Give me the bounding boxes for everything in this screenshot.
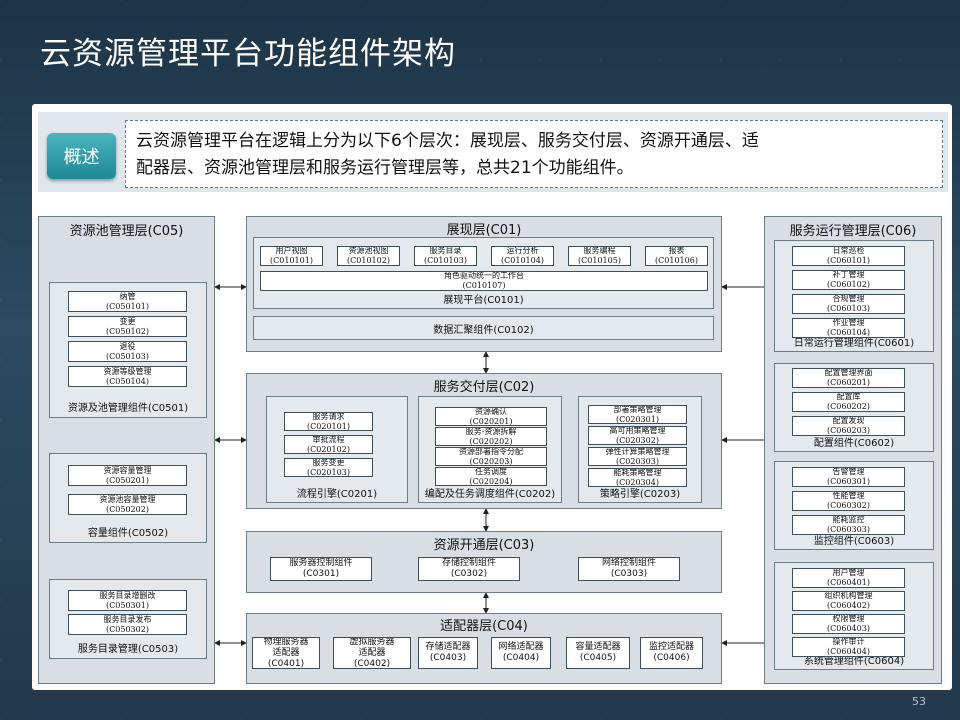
bar-c0102: 数据汇聚组件(C0102) [253,316,714,340]
item-c010103: 服务目录(C010103) [414,246,477,266]
item-c020303: 弹性计算策略管理(C020303) [588,447,687,466]
item-c010105: 服务编程(C010105) [568,246,631,266]
layer-c03-title: 资源开通层(C03) [433,538,535,553]
item-c0301: 服务器控制组件(C0301) [270,557,372,581]
item-c020301: 部署策略管理(C020301) [588,405,687,424]
item-c060103: 合规管理(C060103) [792,294,905,314]
item-c0302: 存储控制组件(C0302) [418,557,520,581]
layer-c05-title: 资源池管理层(C05) [69,224,184,239]
item-c0401: 物理服务器适配器(C0401) [252,637,320,669]
group-c0202-label: 编配及任务调度组件(C0202) [424,489,556,500]
item-c050103: 退役(C050103) [68,341,187,362]
item-c060401: 用户管理(C060401) [792,568,905,588]
item-c060303: 能耗监控(C060303) [792,515,905,535]
item-c020302: 高可用策略管理(C020302) [588,426,687,445]
item-c050301: 服务目录增删改(C050301) [68,590,187,611]
summary-line-1: 云资源管理平台在逻辑上分为以下6个层次：展现层、服务交付层、资源开通层、适 [136,131,759,151]
item-c020304: 能耗策略管理(C020304) [588,468,687,487]
item-c050302: 服务目录发布(C050302) [68,614,187,635]
item-c020203: 资源部署指令分配(C020203) [435,447,547,466]
item-c060402: 组织机构管理(C060402) [792,591,905,611]
item-c0404: 网络适配器(C0404) [491,637,551,669]
item-c0405: 容量适配器(C0405) [566,637,630,669]
group-c0201-label: 流程引擎(C0201) [296,489,378,500]
item-c050104: 资源等级管理(C050104) [68,366,187,387]
page-number: 53 [912,695,926,708]
item-c060202: 配置库(C060202) [792,392,905,412]
item-c0403: 存储适配器(C0403) [418,637,478,669]
item-c010106: 报表(C010106) [645,246,708,266]
page-title: 云资源管理平台功能组件架构 [40,36,456,72]
item-c060102: 补丁管理(C060102) [792,270,905,290]
item-c020204: 任务调度(C020204) [435,467,547,486]
summary-badge: 概述 [47,133,116,179]
item-c010101: 用户视图(C010101) [260,246,323,266]
layer-c06-title: 服务运行管理层(C06) [789,224,917,239]
item-c050102: 变更(C050102) [68,316,187,337]
item-c060301: 告警管理(C060301) [792,467,905,487]
layer-c02-title: 服务交付层(C02) [433,380,535,395]
group-c0503-label: 服务目录管理(C0503) [77,644,179,655]
item-c020101: 服务请求(C020101) [284,412,373,431]
item-c060201: 配置管理界面(C060201) [792,368,905,388]
group-c0602-label: 配置组件(C0602) [813,438,895,449]
group-c0501-label: 资源及池管理组件(C0501) [67,403,189,414]
item-c020202: 服务-资源拆解(C020202) [435,427,547,446]
item-c060203: 配置发现(C060203) [792,416,905,436]
item-c020103: 服务变更(C020103) [284,458,373,477]
group-c0604-label: 系统管理组件(C0604) [803,656,905,667]
group-c0502-label: 容量组件(C0502) [87,528,169,539]
item-c060104: 作业管理(C060104) [792,318,905,338]
summary-text-box: 云资源管理平台在逻辑上分为以下6个层次：展现层、服务交付层、资源开通层、适 配器… [125,120,943,188]
layer-c01-title: 展现层(C01) [446,223,522,238]
group-c0601-label: 日常运行管理组件(C0601) [793,338,915,349]
item-c060101: 日常巡检(C060101) [792,246,905,266]
item-c050101: 纳管(C050101) [68,291,187,312]
item-c050202: 资源池容量管理(C050202) [68,494,187,515]
group-c0101-label: 展现平台(C0101) [443,295,524,306]
item-c0402: 虚拟服务器适配器(C0402) [333,637,411,669]
item-c0303: 网络控制组件(C0303) [578,557,680,581]
item-c020201: 资源确认(C020201) [435,407,547,426]
item-c050201: 资源容量管理(C050201) [68,465,187,486]
item-c060404: 操作审计(C060404) [792,637,905,657]
group-c0603-label: 监控组件(C0603) [813,536,895,547]
item-c0406: 监控适配器(C0406) [640,637,703,669]
summary-line-2: 配器层、资源池管理层和服务运行管理层等，总共21个功能组件。 [136,158,634,178]
item-c010102: 资源池视图(C010102) [337,246,400,266]
item-c010104: 运行分析(C010104) [491,246,554,266]
layer-c04-title: 适配器层(C04) [440,619,528,634]
item-c060403: 权限管理(C060403) [792,614,905,634]
item-c010107: 角色驱动统一的工作台(C010107) [260,271,708,291]
item-c020102: 审批流程(C020102) [284,435,373,454]
group-c0203-label: 策略引擎(C0203) [599,489,681,500]
item-c060302: 性能管理(C060302) [792,491,905,511]
